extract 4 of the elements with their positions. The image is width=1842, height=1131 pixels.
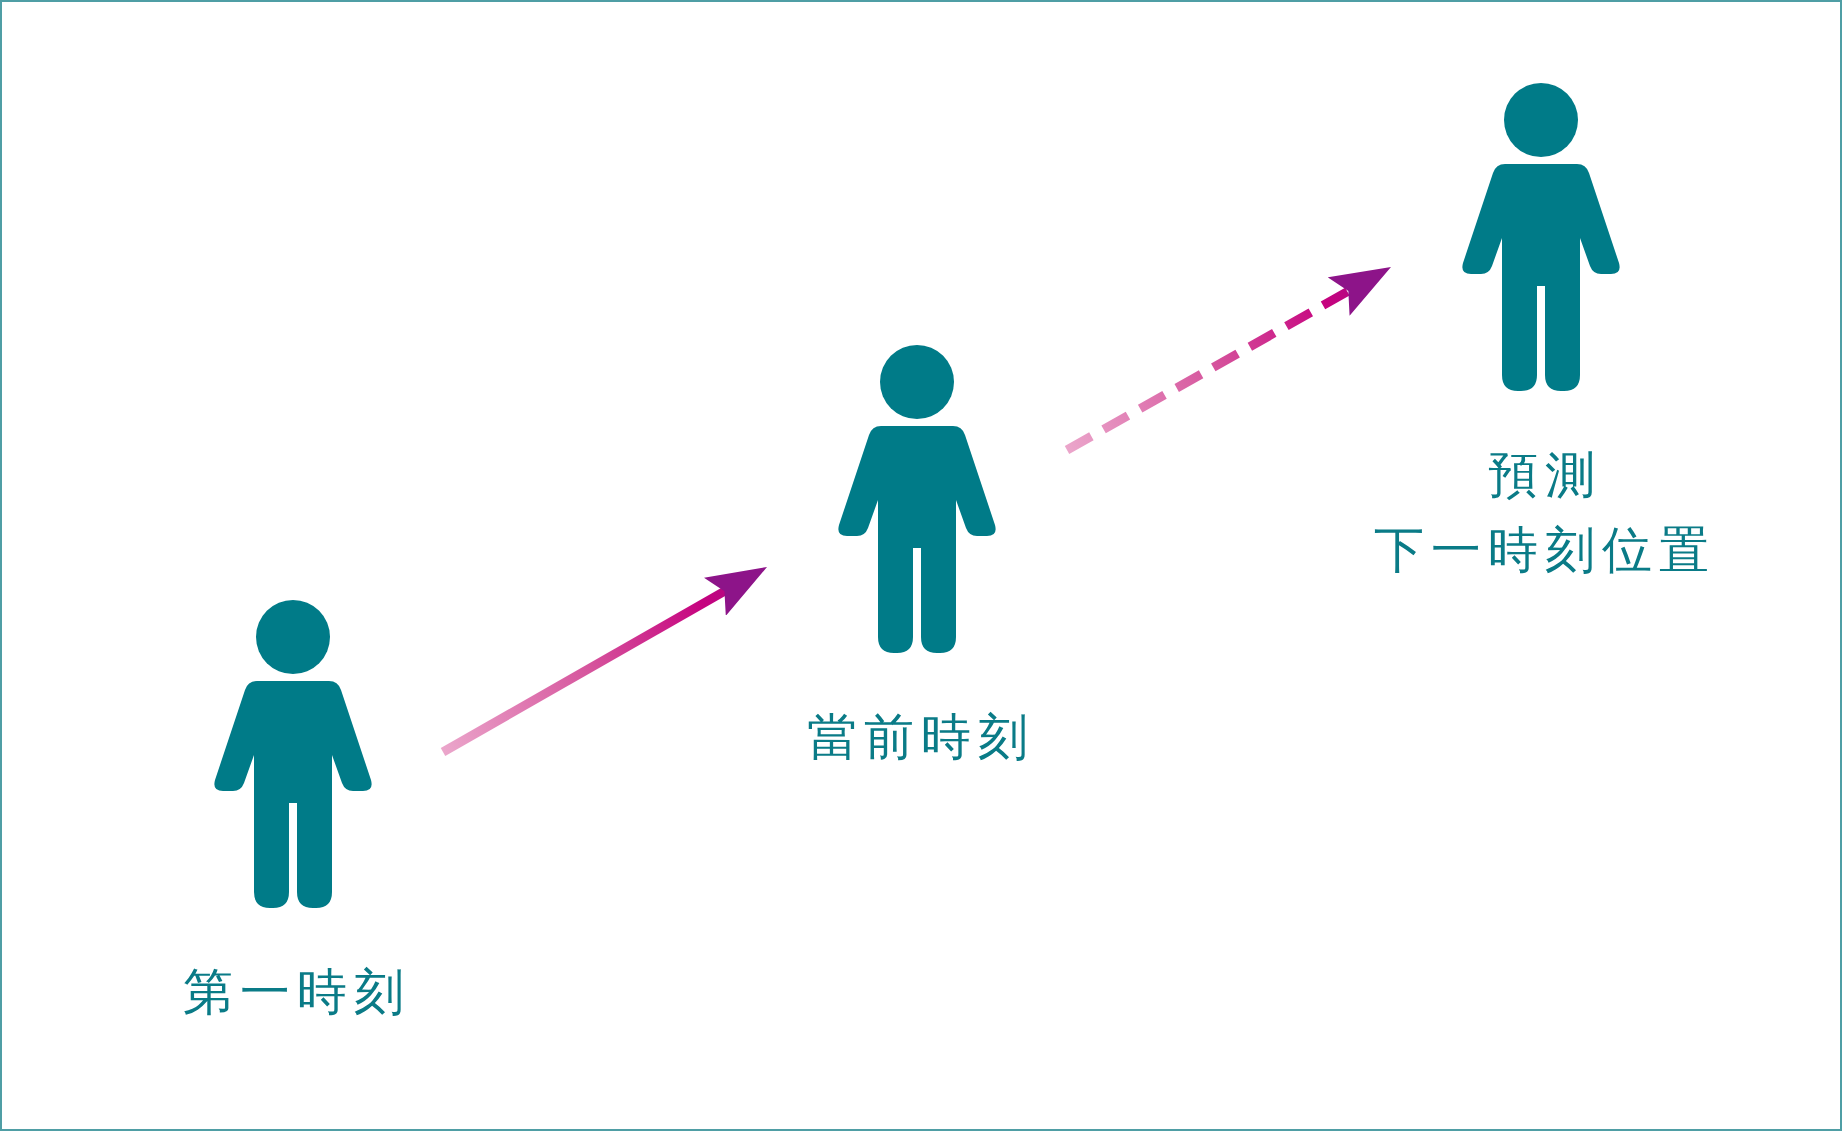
person-label: 預測 bbox=[1486, 445, 1602, 505]
person-label: 當前時刻 bbox=[805, 707, 1035, 767]
person-label: 第一時刻 bbox=[181, 962, 411, 1022]
person-label: 下一時刻位置 bbox=[1372, 520, 1716, 580]
